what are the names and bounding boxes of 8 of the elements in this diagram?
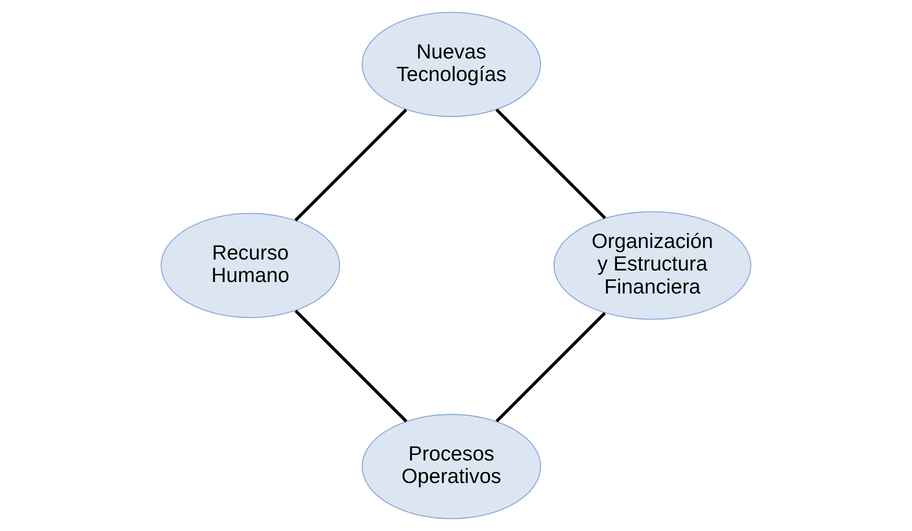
node-ellipse: Nuevas Tecnologías: [362, 12, 542, 118]
node-ellipse: Procesos Operativos: [362, 414, 542, 520]
connector: [294, 108, 408, 222]
node-ellipse: Organización y Estructura Financiera: [553, 211, 752, 320]
node-ellipse: Recurso Humano: [160, 212, 340, 318]
connector: [495, 108, 606, 220]
connector: [496, 312, 606, 422]
connector: [294, 310, 408, 422]
